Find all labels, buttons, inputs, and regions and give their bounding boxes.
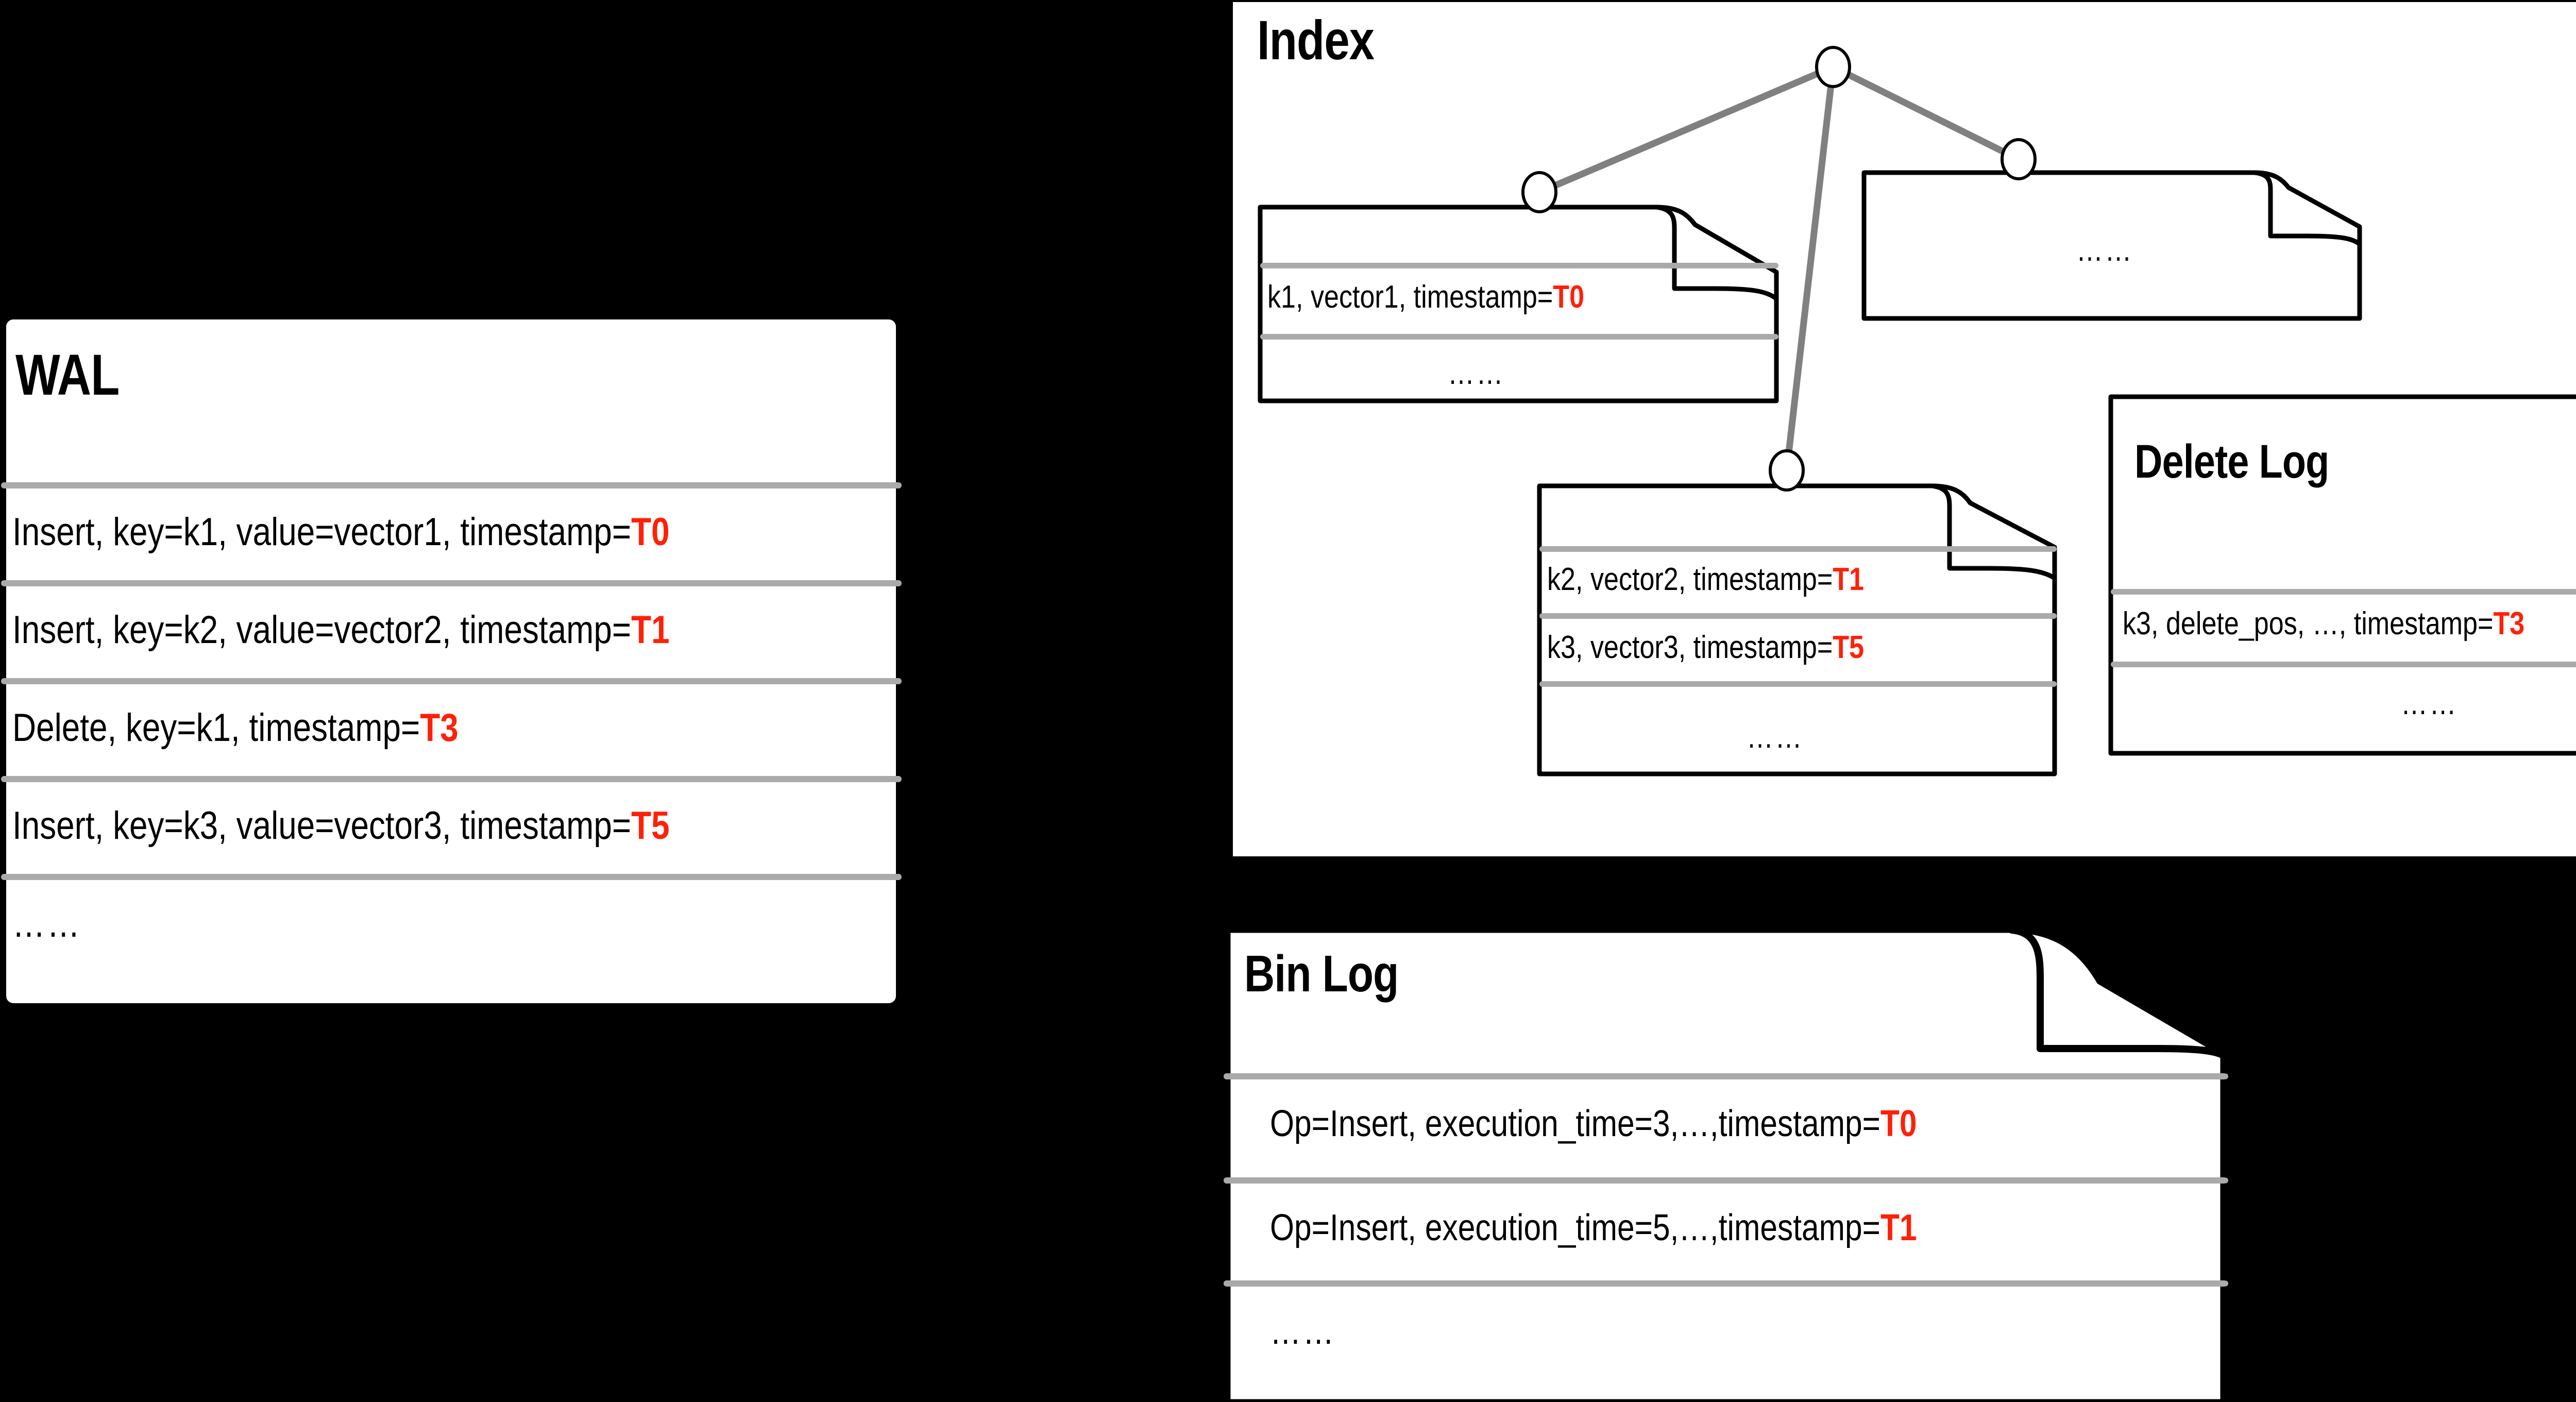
wal-row-text: Insert, key=k3, value=vector3, timestamp… <box>12 804 632 848</box>
node-k2k3-row-text: k2, vector2, timestamp= <box>1547 562 1833 597</box>
bin-log-ellipsis-overlay: …… <box>1270 1313 1336 1350</box>
wal-separator <box>1 482 902 488</box>
delete-log-row-text: …… <box>2401 686 2458 721</box>
wal-row: Delete, key=k1, timestamp=T3 <box>12 708 459 748</box>
node-k2k3-row-overlay: k2, vector2, timestamp=T1 <box>1547 564 1864 596</box>
index-panel <box>1233 2 2576 856</box>
wal-row: …… <box>12 904 81 943</box>
wal-row-timestamp: T0 <box>631 510 670 554</box>
node-k2k3-separator-1 <box>1539 546 2057 552</box>
node-k2k3-row-overlay: k3, vector3, timestamp=T5 <box>1547 632 1864 664</box>
wal-separator <box>1 776 902 782</box>
wal-separator <box>1 580 902 586</box>
node-k1-row-overlay: k1, vector1, timestamp=T0 <box>1267 281 1584 313</box>
wal-row-text: Delete, key=k1, timestamp= <box>12 706 420 750</box>
wal-row-text: …… <box>12 902 82 945</box>
index-title: Index <box>1257 9 1375 71</box>
wal-row-timestamp: T3 <box>420 706 459 750</box>
node-k1-ellipsis-overlay: …… <box>1448 358 1505 390</box>
delete-log-row-overlay: k3, delete_pos, …, timestamp=T3 <box>2123 608 2524 640</box>
delete-log-row-text: k3, delete_pos, …, timestamp= <box>2123 606 2494 641</box>
wal-row-timestamp: T1 <box>631 608 670 652</box>
bin-log-row-timestamp: T0 <box>1880 1103 1917 1144</box>
node-k2k3-row-text: k3, vector3, timestamp= <box>1547 630 1833 665</box>
bin-log-separator-3 <box>1224 1280 2227 1287</box>
wal-row-timestamp: T5 <box>631 804 670 848</box>
node-k2k3-row-timestamp: T5 <box>1833 630 1865 665</box>
wal-row: Insert, key=k2, value=vector2, timestamp… <box>12 611 670 650</box>
bin-log-separator-1 <box>1224 1073 2227 1079</box>
node-k1-separator-bottom <box>1260 334 1778 340</box>
bin-log-fold-icon <box>2008 926 2227 1059</box>
node-k2k3-row-text: …… <box>1747 719 1804 755</box>
delete-log-separator-2 <box>2111 662 2576 667</box>
wal-row: Insert, key=k3, value=vector3, timestamp… <box>12 806 670 846</box>
delete-log-title-overlay: Delete Log <box>2134 435 2329 488</box>
wal-row-text: Insert, key=k2, value=vector2, timestamp… <box>12 608 632 652</box>
bin-log-row-text: Op=Insert, execution_time=3,…,timestamp= <box>1270 1103 1880 1144</box>
bin-log-row-text: Op=Insert, execution_time=5,…,timestamp= <box>1270 1207 1880 1248</box>
wal-separator <box>1 874 902 880</box>
node-k1-row-timestamp: T0 <box>1553 279 1585 315</box>
bin-log-row-text: …… <box>1270 1311 1336 1352</box>
wal-row-text: Insert, key=k1, value=vector1, timestamp… <box>12 510 632 554</box>
node-k2k3-ellipsis-overlay: …… <box>1747 721 1804 753</box>
delete-log-row-timestamp: T3 <box>2493 606 2525 641</box>
bin-log-separator-2 <box>1224 1177 2227 1184</box>
node-k1-row-text: k1, vector1, timestamp= <box>1267 279 1553 315</box>
bin-log-row-timestamp: T1 <box>1880 1207 1917 1248</box>
wal-separator <box>1 678 902 684</box>
wal-row: Insert, key=k1, value=vector1, timestamp… <box>12 513 670 552</box>
node-k1-separator-top <box>1260 263 1778 268</box>
node-k2k3-separator-2 <box>1539 613 2057 619</box>
bin-log-title-overlay: Bin Log <box>1244 945 1399 1003</box>
bin-log-row-overlay: Op=Insert, execution_time=5,…,timestamp=… <box>1270 1209 1917 1246</box>
node-k2k3-separator-3 <box>1539 681 2057 687</box>
node-ellipsis-row-overlay: …… <box>2076 234 2133 266</box>
bin-log-row-overlay: Op=Insert, execution_time=3,…,timestamp=… <box>1270 1105 1917 1142</box>
wal-title: WAL <box>15 343 120 407</box>
node-k1-row-text: …… <box>1448 356 1505 391</box>
node-ellipsis-row-text: …… <box>2076 232 2133 268</box>
delete-log-separator-1 <box>2111 589 2576 595</box>
delete-log-ellipsis-overlay: …… <box>2401 688 2458 720</box>
wal-panel <box>6 319 896 1003</box>
node-k2k3-row-timestamp: T1 <box>1833 562 1865 597</box>
